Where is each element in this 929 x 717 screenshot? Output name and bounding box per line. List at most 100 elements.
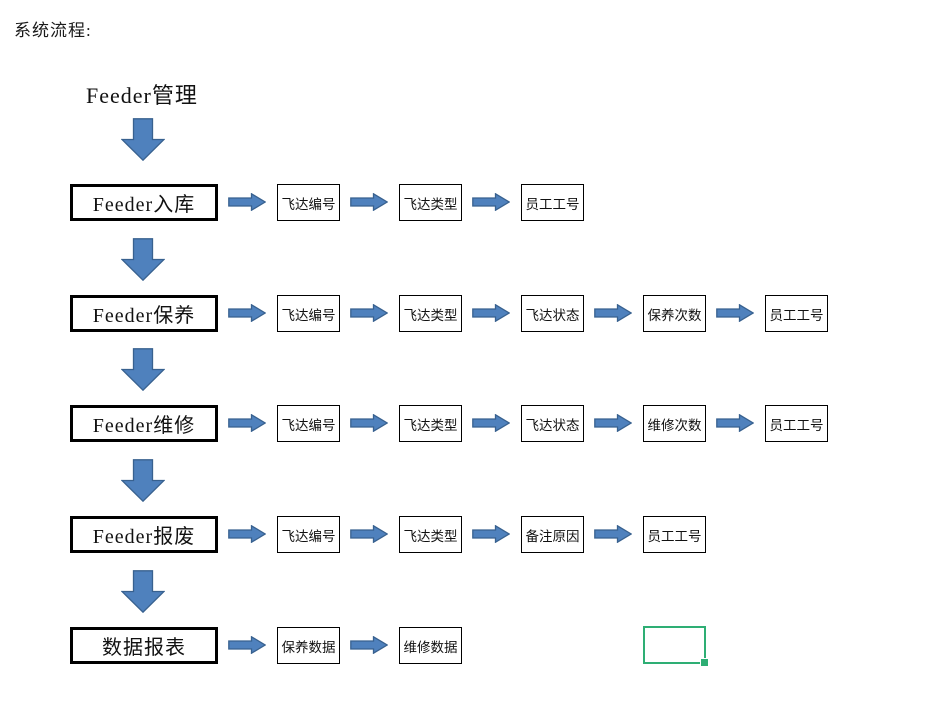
field-box[interactable]: 备注原因 xyxy=(521,516,584,553)
right-arrow[interactable] xyxy=(472,414,510,432)
right-arrow[interactable] xyxy=(228,525,266,543)
stage-box[interactable]: Feeder维修 xyxy=(70,405,218,442)
down-arrow[interactable] xyxy=(121,459,165,502)
field-label: 飞达编号 xyxy=(281,417,336,433)
field-box[interactable]: 员工工号 xyxy=(521,184,584,221)
stage-label: Feeder维修 xyxy=(92,415,196,437)
right-arrow-shape xyxy=(228,304,266,322)
right-arrow[interactable] xyxy=(350,304,388,322)
right-arrow[interactable] xyxy=(228,636,266,654)
field-label: 维修次数 xyxy=(647,417,702,433)
field-label: 飞达类型 xyxy=(403,417,458,433)
field-box[interactable]: 维修次数 xyxy=(643,405,706,442)
right-arrow-shape xyxy=(716,304,754,322)
right-arrow[interactable] xyxy=(228,414,266,432)
fill-handle[interactable] xyxy=(700,658,709,667)
field-box[interactable]: 飞达编号 xyxy=(277,405,340,442)
right-arrow-shape xyxy=(594,304,632,322)
down-arrow-shape xyxy=(121,348,165,391)
flow-root-title: Feeder管理 xyxy=(86,83,198,108)
right-arrow-shape xyxy=(350,304,388,322)
right-arrow-shape xyxy=(472,525,510,543)
field-label: 保养次数 xyxy=(647,307,702,323)
right-arrow[interactable] xyxy=(350,636,388,654)
field-label: 维修数据 xyxy=(403,639,458,655)
stage-box[interactable]: Feeder保养 xyxy=(70,295,218,332)
down-arrow-shape xyxy=(121,570,165,613)
right-arrow[interactable] xyxy=(350,525,388,543)
right-arrow-shape xyxy=(350,636,388,654)
field-label: 员工工号 xyxy=(525,196,580,212)
field-box[interactable]: 飞达编号 xyxy=(277,516,340,553)
right-arrow-shape xyxy=(472,304,510,322)
field-label: 飞达类型 xyxy=(403,528,458,544)
field-label: 员工工号 xyxy=(769,307,824,323)
field-box[interactable]: 飞达编号 xyxy=(277,184,340,221)
down-arrow[interactable] xyxy=(121,118,165,161)
field-label: 飞达类型 xyxy=(403,307,458,323)
field-box[interactable]: 飞达类型 xyxy=(399,184,462,221)
stage-box[interactable]: Feeder报废 xyxy=(70,516,218,553)
right-arrow[interactable] xyxy=(594,414,632,432)
field-label: 员工工号 xyxy=(769,417,824,433)
right-arrow[interactable] xyxy=(594,525,632,543)
field-box[interactable]: 飞达类型 xyxy=(399,516,462,553)
down-arrow-shape xyxy=(121,118,165,161)
right-arrow-shape xyxy=(350,525,388,543)
field-box[interactable]: 保养数据 xyxy=(277,627,340,664)
field-label: 备注原因 xyxy=(525,528,580,544)
right-arrow-shape xyxy=(472,414,510,432)
right-arrow-shape xyxy=(594,414,632,432)
field-label: 员工工号 xyxy=(647,528,702,544)
right-arrow[interactable] xyxy=(350,414,388,432)
field-box[interactable]: 飞达状态 xyxy=(521,405,584,442)
stage-box[interactable]: Feeder入库 xyxy=(70,184,218,221)
stage-box[interactable]: 数据报表 xyxy=(70,627,218,664)
field-box[interactable]: 员工工号 xyxy=(765,405,828,442)
field-box[interactable]: 员工工号 xyxy=(643,516,706,553)
right-arrow[interactable] xyxy=(350,193,388,211)
right-arrow-shape xyxy=(350,193,388,211)
stage-label: 数据报表 xyxy=(102,637,186,659)
field-box[interactable]: 保养次数 xyxy=(643,295,706,332)
field-label: 飞达状态 xyxy=(525,417,580,433)
down-arrow-shape xyxy=(121,238,165,281)
right-arrow[interactable] xyxy=(716,414,754,432)
stage-label: Feeder入库 xyxy=(92,194,196,216)
down-arrow[interactable] xyxy=(121,570,165,613)
field-box[interactable]: 飞达状态 xyxy=(521,295,584,332)
field-label: 飞达类型 xyxy=(403,196,458,212)
right-arrow-shape xyxy=(228,636,266,654)
selected-cell[interactable] xyxy=(643,626,709,667)
right-arrow-shape xyxy=(350,414,388,432)
field-box[interactable]: 飞达类型 xyxy=(399,295,462,332)
field-label: 保养数据 xyxy=(281,639,336,655)
field-label: 飞达编号 xyxy=(281,196,336,212)
field-box[interactable]: 飞达类型 xyxy=(399,405,462,442)
field-label: 飞达状态 xyxy=(525,307,580,323)
right-arrow-shape xyxy=(716,414,754,432)
field-box[interactable]: 员工工号 xyxy=(765,295,828,332)
right-arrow[interactable] xyxy=(472,193,510,211)
right-arrow-shape xyxy=(594,525,632,543)
right-arrow[interactable] xyxy=(472,304,510,322)
stage-label: Feeder报废 xyxy=(92,526,196,548)
right-arrow[interactable] xyxy=(472,525,510,543)
field-box[interactable]: 维修数据 xyxy=(399,627,462,664)
right-arrow-shape xyxy=(228,193,266,211)
right-arrow-shape xyxy=(228,414,266,432)
right-arrow[interactable] xyxy=(716,304,754,322)
down-arrow-shape xyxy=(121,459,165,502)
field-box[interactable]: 飞达编号 xyxy=(277,295,340,332)
right-arrow-shape xyxy=(472,193,510,211)
down-arrow[interactable] xyxy=(121,238,165,281)
stage-label: Feeder保养 xyxy=(92,305,196,327)
field-label: 飞达编号 xyxy=(281,307,336,323)
down-arrow[interactable] xyxy=(121,348,165,391)
right-arrow[interactable] xyxy=(594,304,632,322)
field-label: 飞达编号 xyxy=(281,528,336,544)
right-arrow[interactable] xyxy=(228,304,266,322)
page-title: 系统流程: xyxy=(14,21,92,40)
right-arrow[interactable] xyxy=(228,193,266,211)
